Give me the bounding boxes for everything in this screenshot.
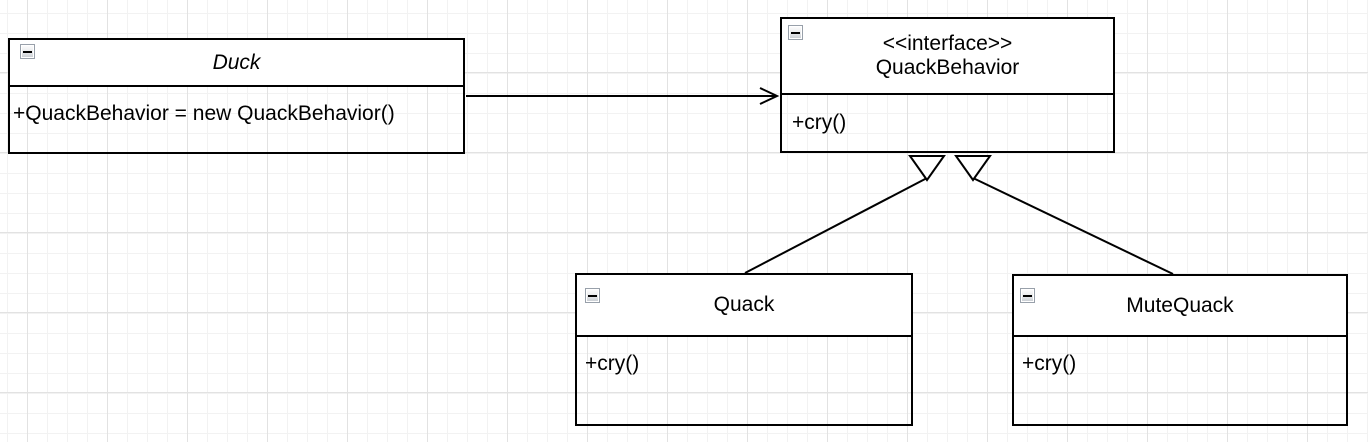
class-member: +cry() xyxy=(792,111,847,134)
hollow-triangle-icon xyxy=(954,155,992,182)
class-stereotype-label: <<interface>> xyxy=(882,32,1013,55)
class-title-label: MuteQuack xyxy=(1126,293,1234,317)
collapse-button[interactable] xyxy=(1020,288,1035,303)
class-member: +cry() xyxy=(585,352,640,375)
collapse-button[interactable] xyxy=(788,25,803,40)
class-title-quack: Quack xyxy=(577,275,911,337)
class-title-label: Duck xyxy=(212,50,261,74)
class-title-label: QuackBehavior xyxy=(875,56,1020,79)
class-title-label: Quack xyxy=(713,293,775,316)
open-arrowhead-icon xyxy=(759,87,780,105)
class-title-quackbehavior: <<interface>> QuackBehavior xyxy=(782,19,1113,95)
collapse-button[interactable] xyxy=(585,288,600,303)
class-box-mutequack[interactable]: MuteQuack +cry() xyxy=(1012,274,1348,426)
realization-edge-quack-quackbehavior[interactable] xyxy=(744,155,946,274)
class-member: +QuackBehavior = new QuackBehavior() xyxy=(13,102,395,125)
class-member: +cry() xyxy=(1022,352,1077,375)
minus-icon xyxy=(588,295,597,297)
minus-icon xyxy=(23,51,32,53)
realization-edge-mutequack-quackbehavior[interactable] xyxy=(954,155,1174,275)
hollow-triangle-icon xyxy=(908,155,946,182)
collapse-button[interactable] xyxy=(20,44,35,59)
association-edge-duck-quackbehavior[interactable] xyxy=(466,87,780,105)
minus-icon xyxy=(791,32,800,34)
class-box-duck[interactable]: Duck +QuackBehavior = new QuackBehavior(… xyxy=(8,38,465,154)
class-box-quack[interactable]: Quack +cry() xyxy=(575,273,913,426)
minus-icon xyxy=(1023,295,1032,297)
class-title-mutequack: MuteQuack xyxy=(1014,276,1346,337)
class-title-duck: Duck xyxy=(10,40,463,87)
class-box-quackbehavior[interactable]: <<interface>> QuackBehavior +cry() xyxy=(780,17,1115,153)
